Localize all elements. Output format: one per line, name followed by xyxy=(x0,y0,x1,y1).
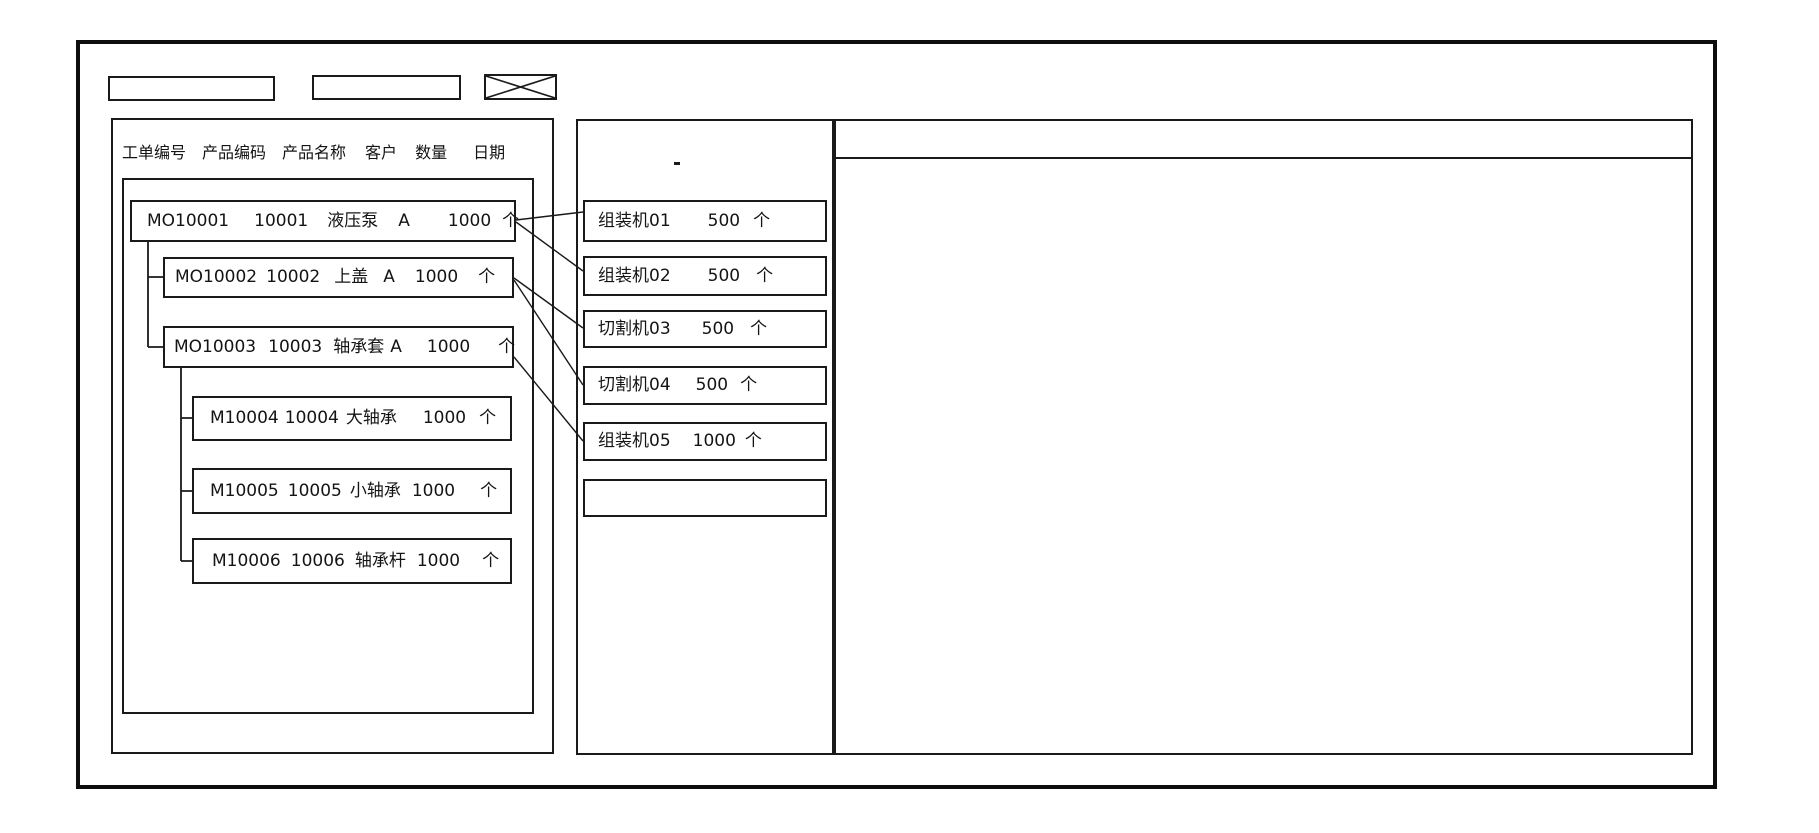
product-name: 轴承杆 xyxy=(354,550,406,571)
detail-panel-body xyxy=(836,159,1691,791)
column-header-date: 日期 xyxy=(473,143,506,162)
product-code: 10001 xyxy=(254,210,309,231)
toolbar-field-2[interactable] xyxy=(312,75,461,100)
machine-qty: 500 xyxy=(707,265,741,286)
qty: 1000 xyxy=(426,336,471,357)
order-no: MO10002 xyxy=(175,267,258,287)
unit: 个 xyxy=(498,336,516,357)
machine-name: 组装机02 xyxy=(598,265,671,286)
product-code: 10003 xyxy=(268,336,323,357)
qty: 1000 xyxy=(411,480,456,501)
order-node-mo10003[interactable]: MO10003 10003 轴承套 A 1000 个 xyxy=(163,326,516,368)
stray-dash-mark xyxy=(674,162,680,165)
machine-allocation-05[interactable]: 组装机05 1000 个 xyxy=(583,422,827,461)
order-no: M10006 xyxy=(212,550,281,571)
qty: 1000 xyxy=(414,267,459,287)
image-placeholder-icon[interactable] xyxy=(484,74,557,100)
column-header-qty: 数量 xyxy=(415,143,448,162)
order-no: MO10001 xyxy=(147,210,230,231)
toolbar-field-1[interactable] xyxy=(108,76,275,101)
machine-name: 切割机03 xyxy=(598,318,671,339)
column-header-product-name: 产品名称 xyxy=(282,143,347,162)
column-header-order-no: 工单编号 xyxy=(122,143,187,162)
app-window-frame xyxy=(76,40,1717,789)
product-name: 小轴承 xyxy=(349,480,401,501)
machine-qty: 500 xyxy=(701,318,735,339)
machine-unit: 个 xyxy=(750,318,768,339)
order-node-mo10001[interactable]: MO10001 10001 液压泵 A 1000 个 xyxy=(130,200,520,242)
order-node-m10005[interactable]: M10005 10005 小轴承 1000 个 xyxy=(192,468,512,514)
machine-qty: 500 xyxy=(707,210,741,231)
unit: 个 xyxy=(482,550,500,571)
customer: A xyxy=(390,336,402,357)
machine-name: 组装机05 xyxy=(598,431,671,451)
unit: 个 xyxy=(480,480,498,501)
order-node-mo10002[interactable]: MO10002 10002 上盖 A 1000 个 xyxy=(163,257,514,298)
order-no: M10004 xyxy=(210,408,279,428)
detail-panel xyxy=(834,119,1693,755)
product-code: 10004 xyxy=(284,408,339,428)
product-code: 10006 xyxy=(290,550,345,571)
product-code: 10002 xyxy=(266,267,321,287)
customer: A xyxy=(383,267,395,287)
unit: 个 xyxy=(502,210,520,231)
customer: A xyxy=(398,210,410,231)
unit: 个 xyxy=(478,267,496,287)
machine-allocation-03[interactable]: 切割机03 500 个 xyxy=(583,310,827,348)
machine-allocation-empty-slot[interactable] xyxy=(583,479,827,517)
machine-unit: 个 xyxy=(744,431,762,451)
column-header-product-code: 产品编码 xyxy=(202,143,267,162)
column-header-customer: 客户 xyxy=(365,143,398,162)
product-name: 大轴承 xyxy=(345,408,397,428)
machine-unit: 个 xyxy=(756,265,774,286)
unit: 个 xyxy=(479,408,497,428)
product-name: 轴承套 xyxy=(333,336,385,357)
product-name: 上盖 xyxy=(334,267,369,287)
machine-allocation-01[interactable]: 组装机01 500 个 xyxy=(583,200,827,242)
qty: 1000 xyxy=(416,550,461,571)
machine-name: 组装机01 xyxy=(598,210,671,231)
product-code: 10005 xyxy=(287,480,342,501)
order-node-m10004[interactable]: M10004 10004 大轴承 1000 个 xyxy=(192,396,512,441)
detail-panel-header xyxy=(836,121,1691,159)
order-no: M10005 xyxy=(210,480,279,501)
machine-name: 切割机04 xyxy=(598,375,671,395)
machine-qty: 1000 xyxy=(692,431,736,451)
product-name: 液压泵 xyxy=(327,210,379,231)
machine-unit: 个 xyxy=(753,210,771,231)
machine-qty: 500 xyxy=(695,375,729,395)
machine-allocation-02[interactable]: 组装机02 500 个 xyxy=(583,256,827,296)
order-no: MO10003 xyxy=(174,336,257,357)
order-node-m10006[interactable]: M10006 10006 轴承杆 1000 个 xyxy=(192,538,512,584)
machine-allocation-04[interactable]: 切割机04 500 个 xyxy=(583,366,827,405)
qty: 1000 xyxy=(422,408,467,428)
column-header-row: 工单编号 产品编码 产品名称 客户 数量 日期 xyxy=(122,145,505,161)
qty: 1000 xyxy=(447,210,492,231)
x-cross-icon xyxy=(485,75,556,99)
machine-unit: 个 xyxy=(740,375,758,395)
